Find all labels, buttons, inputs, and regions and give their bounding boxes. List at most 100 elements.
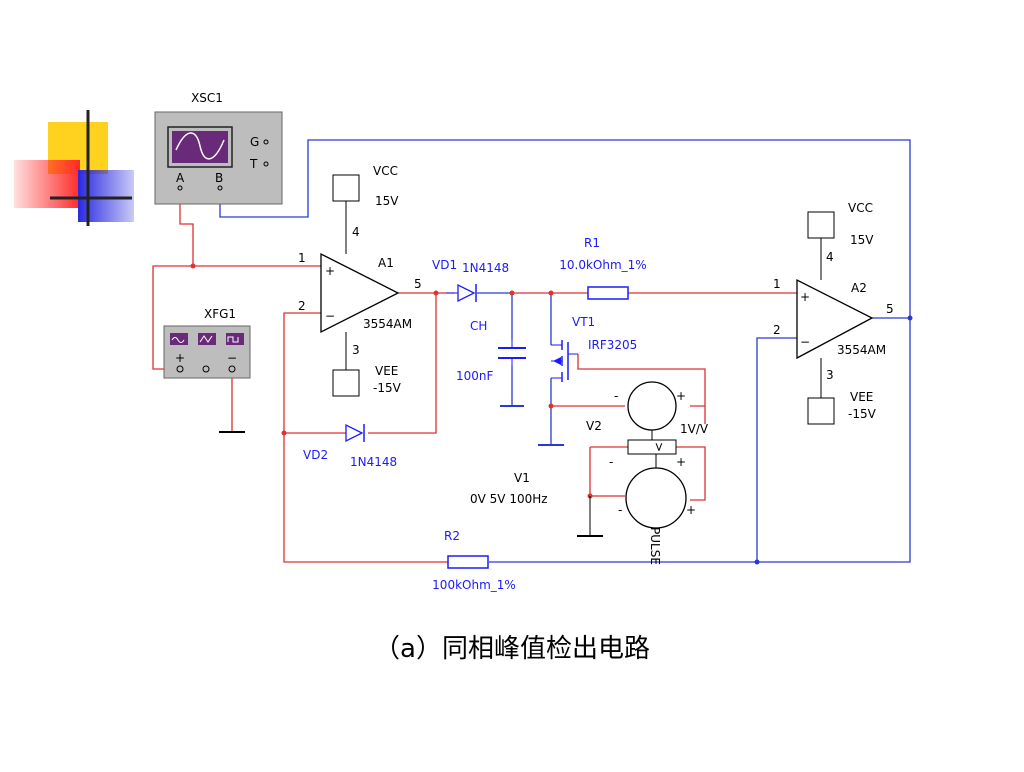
logo-blue-square xyxy=(78,170,134,222)
vee2-name: VEE xyxy=(850,390,873,404)
junction-cap xyxy=(509,290,515,296)
oscilloscope-xsc1[interactable]: XSC1 G T A B xyxy=(154,91,283,205)
scope-ref: XSC1 xyxy=(191,91,223,105)
scope-t-terminal[interactable] xyxy=(263,161,269,167)
capacitor-ch[interactable]: CH 100nF xyxy=(456,319,526,383)
a1-model: 3554AM xyxy=(363,317,412,331)
wire-v1-plus xyxy=(676,446,706,501)
junction-vd2 xyxy=(281,430,287,436)
vee2-value: -15V xyxy=(848,407,877,421)
r1-body xyxy=(587,286,629,300)
vd2-model: 1N4148 xyxy=(350,455,397,469)
resistor-r2[interactable]: R2 100kOhm_1% xyxy=(432,529,516,592)
xfg-ref: XFG1 xyxy=(204,307,236,321)
v2-minus-top: - xyxy=(614,389,618,403)
vcc1-name: VCC xyxy=(373,164,398,178)
scope-a-terminal[interactable] xyxy=(177,185,183,191)
xfg-minus-terminal[interactable] xyxy=(228,365,236,373)
v2-plus-top: + xyxy=(676,389,686,403)
v2-gain: 1V/V xyxy=(680,422,709,436)
diode-vd2[interactable]: VD2 1N4148 xyxy=(303,423,397,469)
scope-a-label: A xyxy=(176,171,185,185)
vd1-anode-triangle xyxy=(457,283,476,303)
logo-red-square xyxy=(14,160,80,208)
a2-pin-plus: 1 xyxy=(773,277,781,291)
a1-minus-sign: − xyxy=(325,309,335,323)
scope-g-terminal[interactable] xyxy=(263,139,269,145)
xfg-minus-sign: − xyxy=(227,351,237,365)
scope-b-terminal[interactable] xyxy=(217,185,223,191)
a2-plus-sign: + xyxy=(800,290,810,304)
vee1-name: VEE xyxy=(375,364,398,378)
a1-pin-out: 5 xyxy=(414,277,422,291)
a2-ref: A2 xyxy=(851,281,867,295)
wire-r2-right-bus xyxy=(489,318,911,563)
xfg-wave-sine-button[interactable] xyxy=(170,333,188,345)
square-icon xyxy=(227,336,239,343)
resistor-r1[interactable]: R1 10.0kOhm_1% xyxy=(559,236,647,300)
r1-value: 10.0kOhm_1% xyxy=(559,258,646,272)
v2-circle xyxy=(627,381,677,431)
v1-params: 0V 5V 100Hz xyxy=(470,492,548,506)
a1-pin-minus: 2 xyxy=(298,299,306,313)
v2-ref: V2 xyxy=(586,419,602,433)
wire-a1-out-to-vd2 xyxy=(368,293,437,434)
vee1-symbol xyxy=(332,369,360,397)
sine-wave-icon xyxy=(175,132,225,160)
vcc1-value: 15V xyxy=(375,194,399,208)
xfg-wave-square-button[interactable] xyxy=(226,333,244,345)
ch-value: 100nF xyxy=(456,369,494,383)
junction-a1-out xyxy=(433,290,439,296)
r2-value: 100kOhm_1% xyxy=(432,578,516,592)
wire-v1-minus xyxy=(589,447,625,497)
figure-caption: （a）同相峰值检出电路 xyxy=(374,634,650,664)
junction-input xyxy=(190,263,196,269)
scope-g-label: G xyxy=(250,135,259,149)
junctions xyxy=(190,263,913,565)
diode-vd1[interactable]: VD1 1N4148 xyxy=(432,258,509,303)
vd1-model: 1N4148 xyxy=(462,261,509,275)
a1-plus-sign: + xyxy=(325,264,335,278)
mosfet-vt1[interactable]: VT1 IRF3205 xyxy=(551,315,637,382)
v2-control-box xyxy=(627,439,677,455)
source-v2[interactable]: - + > - + V2 1V/V xyxy=(586,381,709,469)
op-amp-a1[interactable]: VCC 15V 4 + − 1 2 5 A1 3554AM 3 VEE -15V xyxy=(298,164,422,397)
wire-a2-feedback xyxy=(756,337,797,562)
vcc2-symbol xyxy=(807,211,835,239)
wire-a1-minus-feedback xyxy=(283,312,448,563)
r1-ref: R1 xyxy=(584,236,600,250)
v2-arrow-glyph: > xyxy=(652,442,666,452)
xfg-wave-triangle-button[interactable] xyxy=(198,333,216,345)
vcc2-name: VCC xyxy=(848,201,873,215)
a1-pin-vcc: 4 xyxy=(352,225,360,239)
a1-pin-vee: 3 xyxy=(352,343,360,357)
v1-ref: V1 xyxy=(514,471,530,485)
op-amp-a2[interactable]: VCC 15V 4 + − 1 2 5 A2 3554AM 3 VEE -15V xyxy=(773,201,894,425)
a1-pin-plus: 1 xyxy=(298,251,306,265)
v2-plus-bottom: + xyxy=(676,455,686,469)
vee1-value: -15V xyxy=(373,381,402,395)
junction-a2-feedback xyxy=(754,559,760,565)
vd1-ref: VD1 xyxy=(432,258,457,272)
junction-mos-drain xyxy=(548,290,554,296)
a2-triangle xyxy=(796,278,874,360)
scope-b-label: B xyxy=(215,171,223,185)
vd2-anode-triangle xyxy=(345,423,364,443)
xfg-common-terminal[interactable] xyxy=(202,365,210,373)
function-generator-xfg1[interactable]: XFG1 + − xyxy=(163,307,251,379)
a2-model: 3554AM xyxy=(837,343,886,357)
v1-type: PULSE xyxy=(648,527,662,565)
xfg-plus-terminal[interactable] xyxy=(176,365,184,373)
v1-plus: + xyxy=(686,503,696,517)
source-v1[interactable]: - + V1 0V 5V 100Hz PULSE xyxy=(470,454,696,565)
a1-triangle xyxy=(320,252,400,334)
a2-minus-sign: − xyxy=(800,335,810,349)
wire-gate xyxy=(577,354,706,407)
wire-scope-a xyxy=(179,187,194,266)
junction-output xyxy=(907,315,913,321)
v2-minus-bottom: - xyxy=(609,455,613,469)
sine-icon xyxy=(171,337,185,343)
xfg-plus-sign: + xyxy=(175,351,185,365)
